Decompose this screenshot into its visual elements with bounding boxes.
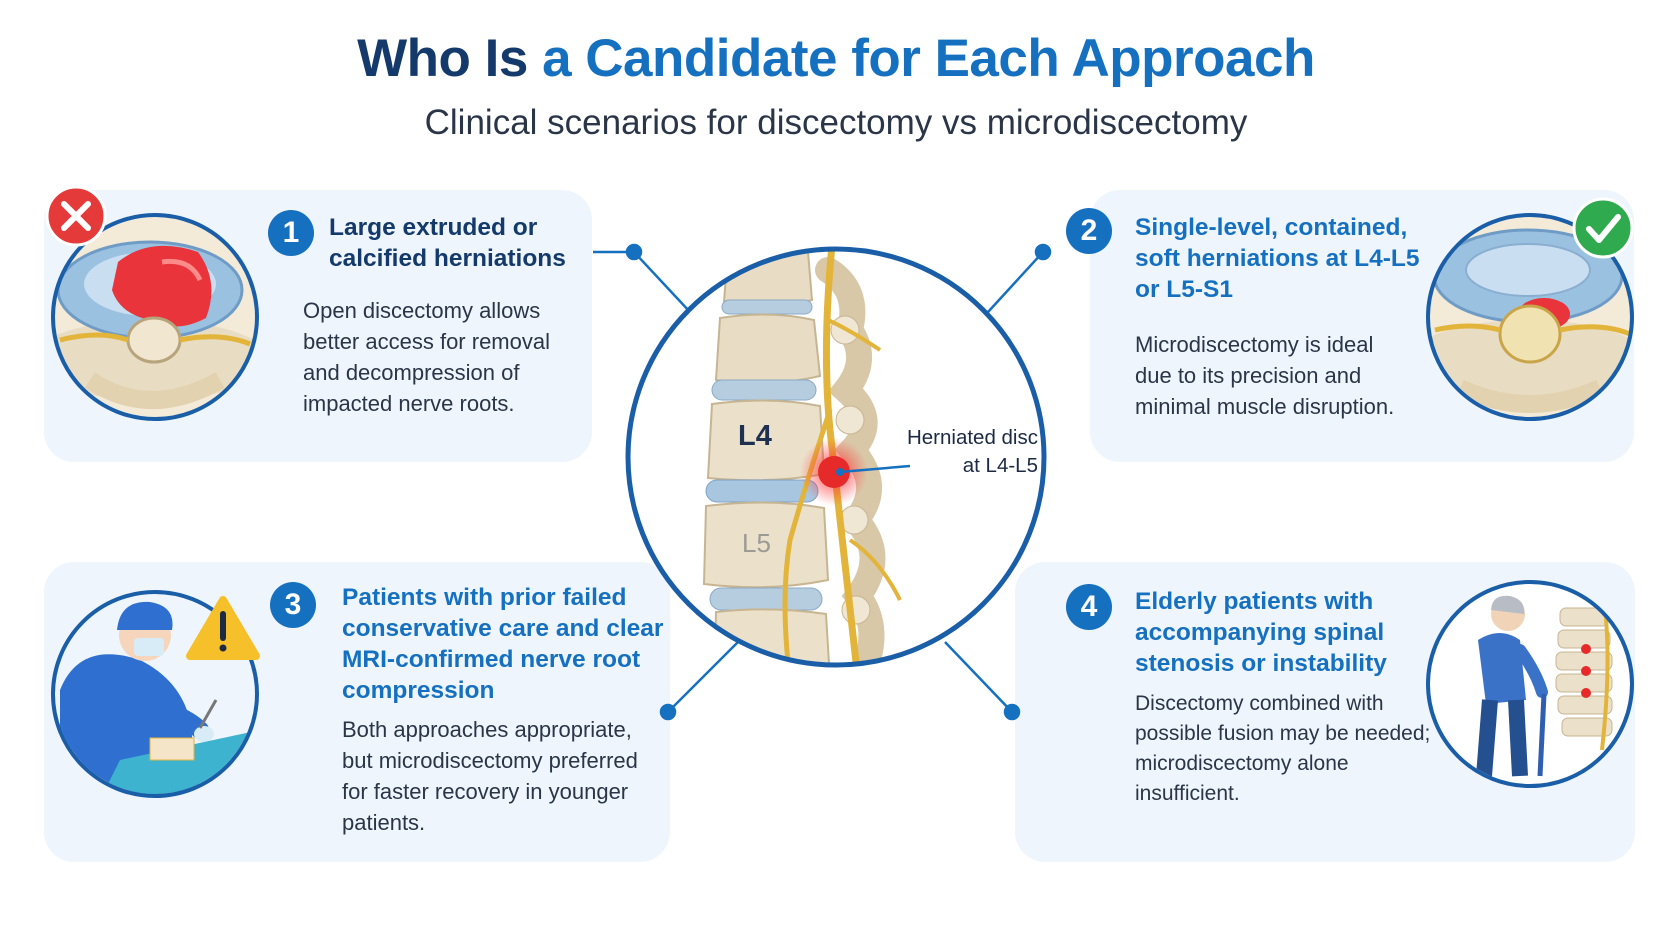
callout-line-1: Herniated disc (906, 426, 1038, 449)
card-3-heading-line: MRI-confirmed nerve root (342, 646, 641, 673)
card-3-body-line: for faster recovery in younger (342, 779, 629, 804)
card-2-heading-line: or L5-S1 (1135, 276, 1234, 303)
card-3-heading: Patients with prior failed conservative … (342, 582, 663, 706)
card-4-body-line: possible fusion may be needed; (1135, 722, 1431, 745)
card-1-heading-line: calcified herniations (329, 245, 566, 272)
card-3-body: Both approaches appropriate, but microdi… (342, 714, 638, 838)
card-1-body-line: better access for removal (303, 329, 550, 354)
card-2-heading-line: soft herniations at L4-L5 (1135, 245, 1420, 272)
page-title: Who Is a Candidate for Each Approach (0, 28, 1672, 89)
card-4-body: Discectomy combined with possible fusion… (1135, 689, 1430, 809)
callout-line-2: at L4-L5 (962, 454, 1038, 477)
card-2-heading-line: Single-level, contained, (1135, 214, 1408, 241)
herniated-disc-callout: Herniated disc at L4-L5 (883, 424, 1038, 480)
elderly-patient-illustration (1426, 580, 1634, 788)
badge-number-3: 3 (270, 582, 316, 628)
card-4-heading-line: accompanying spinal (1135, 619, 1385, 646)
card-2-body: Microdiscectomy is ideal due to its prec… (1135, 329, 1394, 422)
card-3-body-line: but microdiscectomy preferred (342, 748, 638, 773)
card-1-body-line: and decompression of (303, 360, 520, 385)
card-3-body-line: Both approaches appropriate, (342, 717, 632, 742)
card-4-heading: Elderly patients with accompanying spina… (1135, 586, 1387, 679)
title-part-2: a Candidate for Each Approach (542, 29, 1315, 88)
card-4-body-line: Discectomy combined with (1135, 692, 1384, 715)
spine-illustration (625, 246, 1047, 668)
extruded-disc-illustration (51, 213, 259, 421)
vertebra-label-l5: L5 (742, 528, 771, 558)
card-2-body-line: Microdiscectomy is ideal (1135, 332, 1374, 357)
vertebra-label-l4: L4 (738, 420, 772, 452)
card-3-heading-line: Patients with prior failed (342, 584, 627, 611)
badge-number-4: 4 (1066, 584, 1112, 630)
card-1-heading-line: Large extruded or (329, 214, 538, 241)
contained-disc-illustration (1426, 213, 1634, 421)
card-2-body-line: due to its precision and (1135, 363, 1362, 388)
card-1-body-line: Open discectomy allows (303, 298, 541, 323)
card-3-heading-line: compression (342, 677, 495, 704)
warning-triangle-icon (186, 596, 260, 660)
card-3-heading-line: conservative care and clear (342, 615, 664, 642)
card-4-heading-line: stenosis or instability (1135, 650, 1387, 677)
badge-number-2: 2 (1066, 208, 1112, 254)
check-circle-icon (1572, 197, 1634, 259)
card-4-body-line: microdiscectomy alone (1135, 752, 1349, 775)
card-4-heading-line: Elderly patients with (1135, 588, 1374, 615)
card-3-body-line: patients. (342, 810, 426, 835)
connector-lines (593, 243, 1052, 721)
card-1-body: Open discectomy allows better access for… (303, 295, 550, 419)
card-1-heading: Large extruded or calcified herniations (329, 212, 566, 274)
title-part-1: Who Is (357, 29, 543, 88)
page-subtitle: Clinical scenarios for discectomy vs mic… (424, 103, 1248, 142)
x-circle-icon (45, 185, 107, 247)
card-4-body-line: insufficient. (1135, 782, 1240, 805)
card-2-heading: Single-level, contained, soft herniation… (1135, 212, 1420, 305)
card-2-body-line: minimal muscle disruption. (1135, 394, 1395, 419)
card-1-body-line: impacted nerve roots. (303, 391, 515, 416)
badge-number-1: 1 (268, 210, 314, 256)
